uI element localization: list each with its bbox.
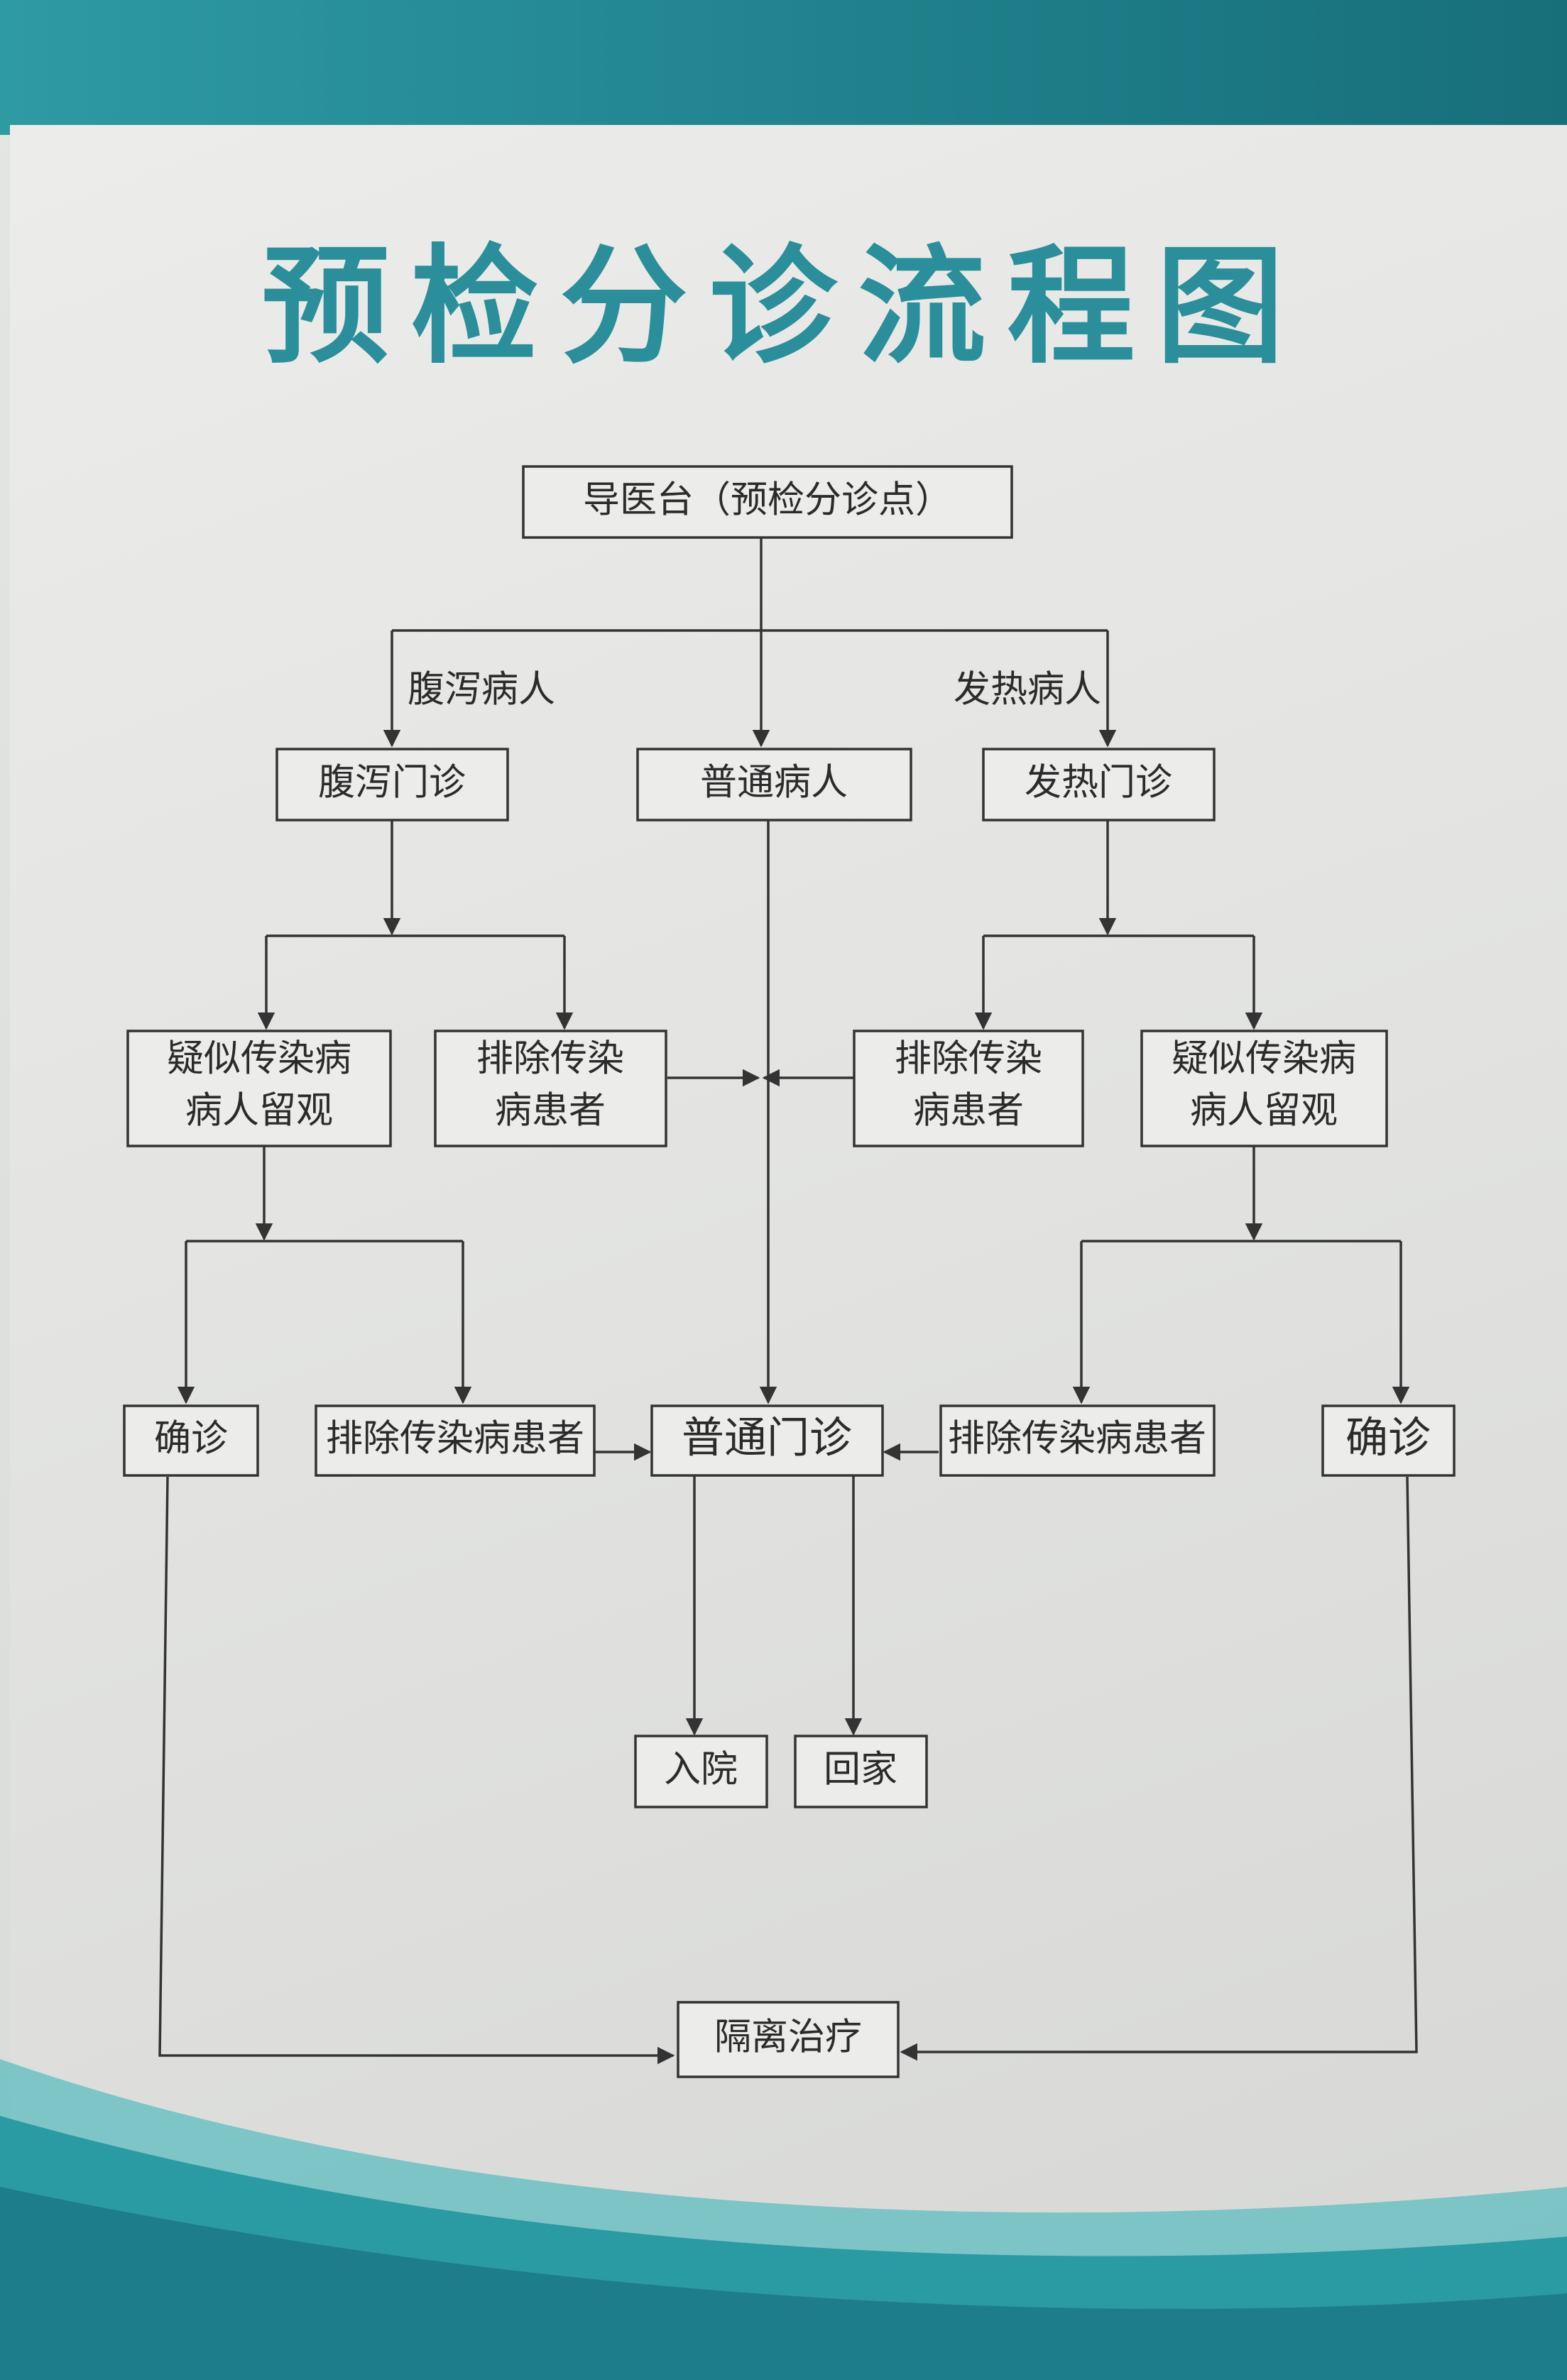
left-excluded-line-2: 病患者 [495, 1090, 606, 1132]
node-general-patient: 普通病人 [636, 748, 912, 821]
left-excluded-line-1: 排除传染 [476, 1038, 624, 1081]
general-patient-label: 普通病人 [700, 762, 848, 804]
fever-patient-label: 发热病人 [954, 669, 1101, 711]
connectors [158, 538, 1418, 2065]
diarrhea-clinic-label: 腹泻门诊 [318, 762, 466, 804]
node-right-excluded: 排除传染 病患者 [853, 1030, 1084, 1147]
page-title: 预检分诊流程图 [261, 233, 1306, 381]
node-left-confirmed: 确诊 [123, 1404, 259, 1477]
node-general-clinic: 普通门诊 [650, 1404, 884, 1477]
node-fever-clinic: 发热门诊 [982, 748, 1216, 821]
node-left-suspected: 疑似传染病 病人留观 [126, 1030, 392, 1147]
left-suspected-line-2: 病人留观 [185, 1090, 333, 1132]
right-suspected-line-1: 疑似传染病 [1172, 1038, 1356, 1081]
node-triage-desk: 导医台（预检分诊点） [522, 465, 1013, 539]
node-admission: 入院 [634, 1735, 768, 1808]
node-right-suspected: 疑似传染病 病人留观 [1140, 1030, 1388, 1147]
arrow-left-confirmed-to-isolation [158, 1476, 675, 2065]
node-diarrhea-clinic: 腹泻门诊 [275, 748, 509, 821]
node-left-excluded: 排除传染 病患者 [434, 1030, 667, 1147]
right-excluded-line-2: 病患者 [913, 1090, 1024, 1132]
top-band [0, 0, 1567, 135]
right-excluded-2-label: 排除传染病患者 [948, 1418, 1206, 1461]
right-suspected-line-2: 病人留观 [1190, 1090, 1338, 1132]
isolation-label: 隔离治疗 [714, 2016, 862, 2059]
left-suspected-line-1: 疑似传染病 [167, 1038, 351, 1081]
diarrhea-patient-label: 腹泻病人 [408, 669, 555, 711]
go-home-label: 回家 [824, 1749, 897, 1791]
left-excluded-2-label: 排除传染病患者 [326, 1418, 584, 1461]
node-left-excluded-2: 排除传染病患者 [315, 1404, 596, 1477]
triage-desk-label: 导医台（预检分诊点） [583, 479, 952, 522]
node-go-home: 回家 [794, 1735, 928, 1808]
right-excluded-line-1: 排除传染 [895, 1038, 1042, 1081]
general-clinic-label: 普通门诊 [682, 1414, 852, 1463]
left-confirmed-label: 确诊 [154, 1418, 228, 1461]
arrow-right-confirmed-to-isolation [900, 1476, 1418, 2061]
node-right-confirmed: 确诊 [1321, 1404, 1456, 1477]
fever-clinic-label: 发热门诊 [1025, 762, 1172, 804]
node-right-excluded-2: 排除传染病患者 [939, 1404, 1216, 1477]
right-confirmed-label: 确诊 [1345, 1414, 1431, 1463]
node-isolation: 隔离治疗 [677, 2001, 900, 2078]
admission-label: 入院 [664, 1749, 738, 1791]
bottom-wave [0, 2059, 1567, 2380]
